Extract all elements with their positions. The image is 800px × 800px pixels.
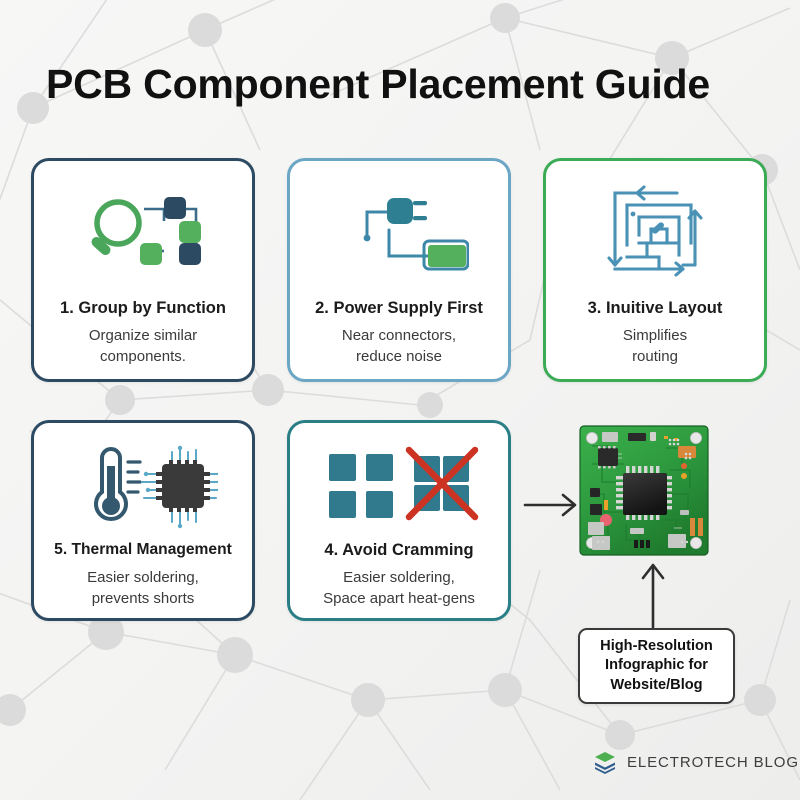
callout-line: High-Resolution <box>600 637 713 654</box>
card-subtitle: Near connectors, reduce noise <box>298 325 500 368</box>
card-subtitle-line: Space apart heat-gens <box>323 590 475 608</box>
card-subtitle: Organize similar components. <box>42 325 244 368</box>
magnifier-nodes-icon <box>34 173 252 288</box>
card-subtitle: Easier soldering, Space apart heat-gens <box>298 567 500 610</box>
callout-text: High-Resolution Infographic for Website/… <box>600 637 713 695</box>
card-subtitle-line: reduce noise <box>356 348 442 366</box>
card-thermal-management[interactable]: 5. Thermal Management Easier soldering, … <box>31 420 255 621</box>
card-subtitle-line: Easier soldering, <box>343 569 455 586</box>
card-subtitle-line: Near connectors, <box>341 327 457 344</box>
arrow-right-icon <box>523 493 577 517</box>
card-title: 4. Avoid Cramming <box>324 541 474 559</box>
callout-line: Infographic for <box>605 657 708 674</box>
callout-line: Website/Blog <box>610 676 703 693</box>
callout-box: High-Resolution Infographic for Website/… <box>578 628 735 704</box>
red-cross <box>405 446 479 521</box>
card-title: 2. Power Supply First <box>315 299 483 317</box>
brand-name: ELECTROTECH BLOG <box>627 753 799 771</box>
page-title: PCB Component Placement Guide <box>46 61 710 107</box>
card-inuitive-layout[interactable]: 3. Inuitive Layout Simplifies routing <box>543 158 767 382</box>
card-avoid-cramming[interactable]: 4. Avoid Cramming Easier soldering, Spac… <box>287 420 511 621</box>
plug-battery-icon <box>290 173 508 288</box>
card-subtitle-line: Simplifies <box>622 327 688 344</box>
stacked-layers-logo <box>595 752 615 774</box>
thermometer <box>94 447 142 521</box>
chip <box>141 445 218 529</box>
card-title: 3. Inuitive Layout <box>587 299 723 317</box>
card-subtitle: Simplifies routing <box>554 325 756 368</box>
card-group-by-function[interactable]: 1. Group by Function Organize similar co… <box>31 158 255 382</box>
card-subtitle-line: Easier soldering, <box>87 569 199 586</box>
card-title: 5. Thermal Management <box>54 541 232 558</box>
pcb-board-photo <box>579 425 709 556</box>
maze-routing-icon <box>546 173 764 288</box>
spaced-grid <box>329 454 393 518</box>
thermometer-chip-icon <box>34 441 252 533</box>
card-subtitle-line: routing <box>632 348 678 366</box>
card-subtitle-line: prevents shorts <box>91 590 195 608</box>
card-power-supply-first[interactable]: 2. Power Supply First Near connectors, r… <box>287 158 511 382</box>
card-subtitle: Easier soldering, prevents shorts <box>42 567 244 610</box>
card-title: 1. Group by Function <box>60 299 226 317</box>
card-subtitle-line: components. <box>100 348 186 366</box>
footer-branding: ELECTROTECH BLOG <box>592 750 799 774</box>
grid-crossed-icon <box>290 441 508 533</box>
arrow-up-icon <box>641 563 665 629</box>
card-subtitle-line: Organize similar <box>88 327 198 344</box>
